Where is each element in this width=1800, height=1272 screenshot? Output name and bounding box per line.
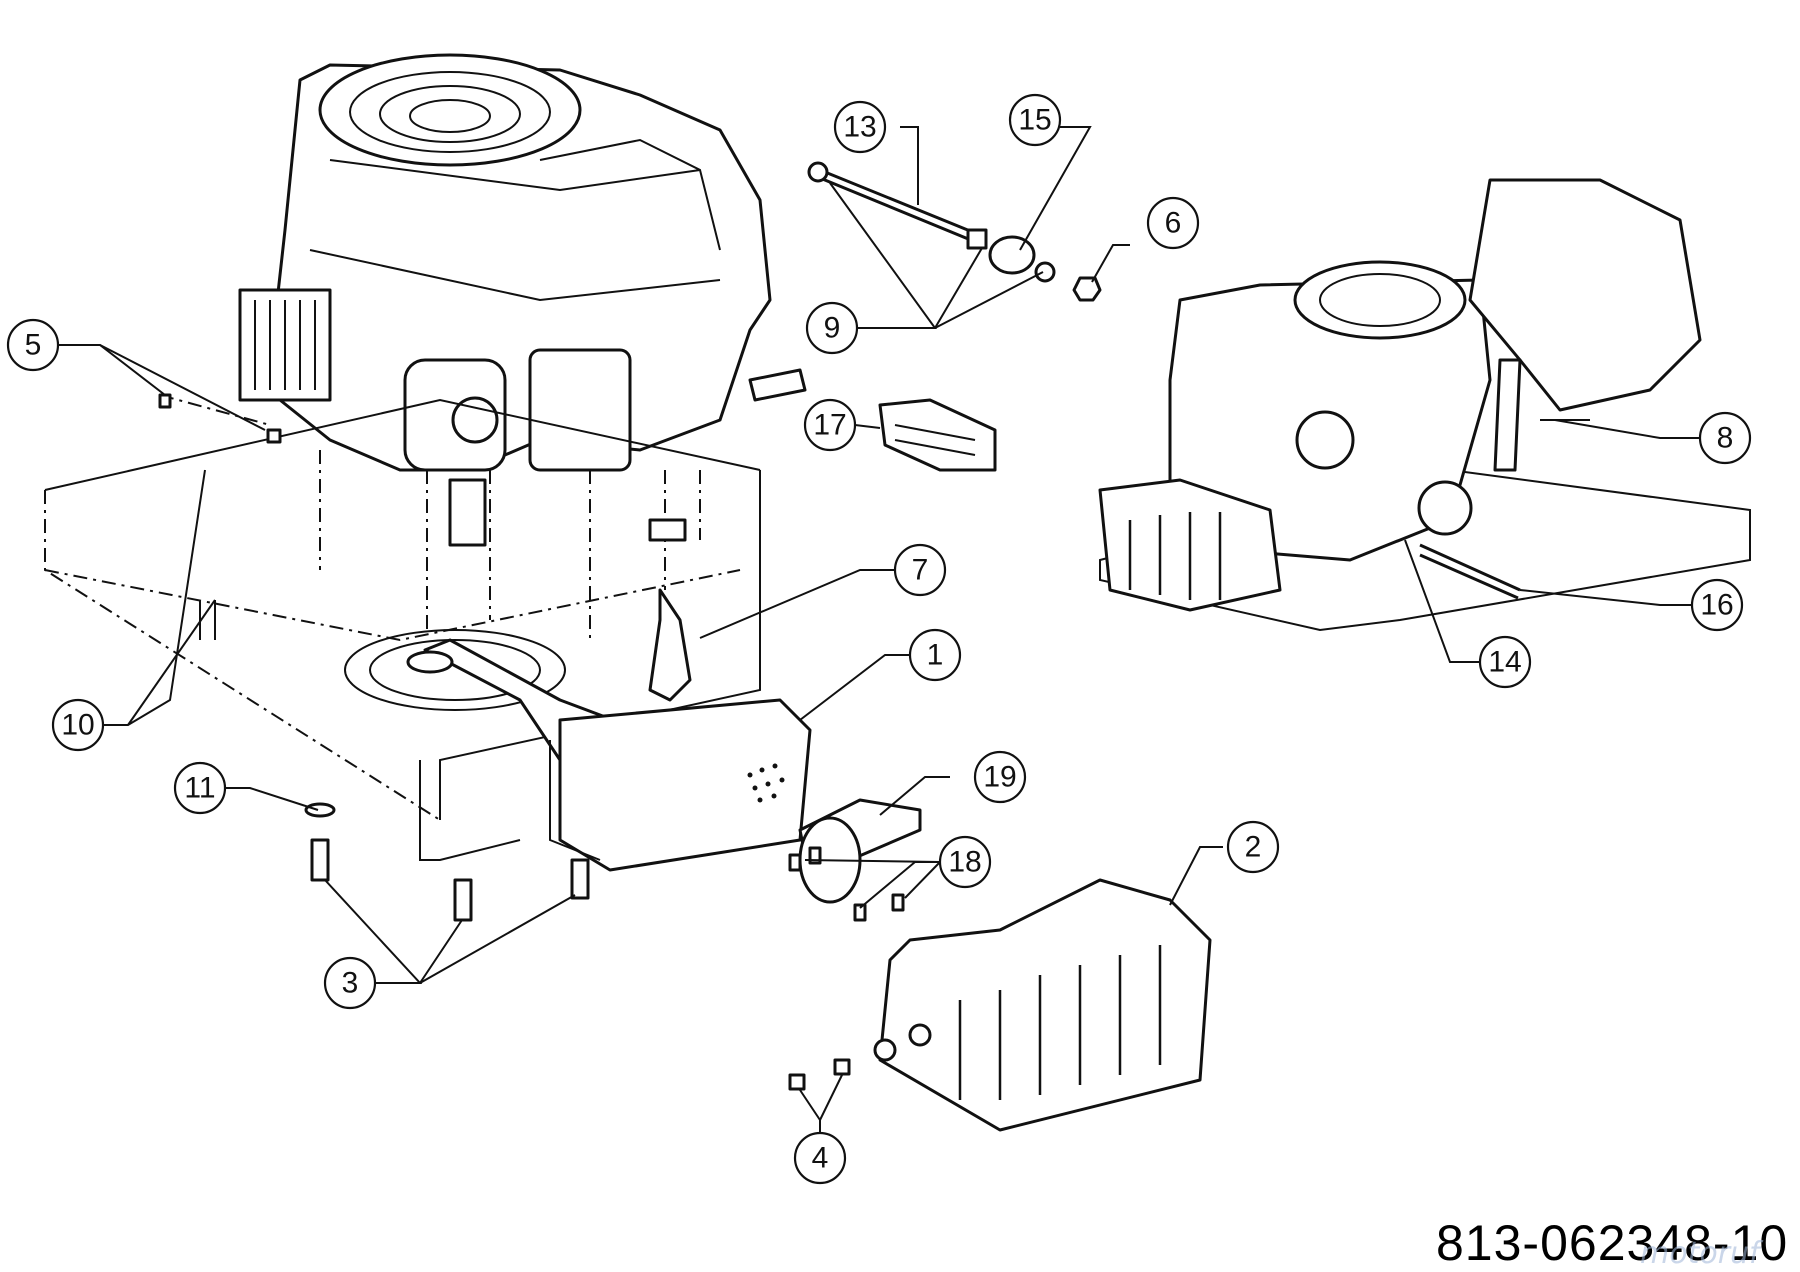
callout-10-label: 10 — [61, 709, 94, 742]
callout-13: 13 — [833, 100, 887, 154]
callout-10: 10 — [51, 698, 105, 752]
heat-shield — [873, 878, 1212, 1132]
callout-19: 19 — [973, 750, 1027, 804]
leader-lines — [57, 126, 1700, 1158]
callout-7: 7 — [893, 543, 947, 597]
callout-7-label: 7 — [912, 554, 929, 587]
callout-11-label: 11 — [184, 772, 215, 805]
callout-13-label: 13 — [843, 111, 876, 144]
callout-3-label: 3 — [342, 967, 359, 1000]
callout-15: 15 — [1008, 93, 1062, 147]
callout-16: 16 — [1690, 578, 1744, 632]
drawing-number: 813-062348-10 — [1436, 1215, 1789, 1271]
watermark-logo: motoruf — [1640, 1236, 1760, 1271]
callout-8-label: 8 — [1717, 422, 1734, 455]
callout-14: 14 — [1478, 635, 1532, 689]
callout-17: 17 — [803, 398, 857, 452]
callout-19-label: 19 — [983, 761, 1016, 794]
callout-5-label: 5 — [25, 329, 42, 362]
engine-main — [238, 53, 807, 547]
muffler-vent-holes — [747, 763, 785, 803]
callout-4-label: 4 — [812, 1142, 829, 1175]
callout-1-label: 1 — [927, 639, 944, 672]
callout-9: 9 — [805, 301, 859, 355]
callout-18-label: 18 — [948, 846, 981, 879]
callout-6: 6 — [1146, 196, 1200, 250]
callout-18: 18 — [938, 835, 992, 889]
callout-3: 3 — [323, 956, 377, 1010]
plate — [878, 398, 997, 472]
callout-8: 8 — [1698, 411, 1752, 465]
engine-assembled-view — [1098, 178, 1751, 632]
callout-4: 4 — [793, 1131, 847, 1185]
callout-14-label: 14 — [1488, 646, 1521, 679]
callout-6-label: 6 — [1165, 207, 1182, 240]
bolts — [158, 393, 905, 1091]
muffler — [406, 518, 812, 872]
callout-9-label: 9 — [824, 312, 841, 345]
callout-11: 11 — [173, 761, 227, 815]
callout-17-label: 17 — [813, 409, 846, 442]
callout-2-label: 2 — [1245, 831, 1262, 864]
callout-5: 5 — [6, 318, 60, 372]
callout-2: 2 — [1226, 820, 1280, 874]
rod-assembly — [807, 161, 1102, 302]
callout-1: 1 — [908, 628, 962, 682]
callout-15-label: 15 — [1018, 104, 1051, 137]
callout-16-label: 16 — [1700, 589, 1733, 622]
